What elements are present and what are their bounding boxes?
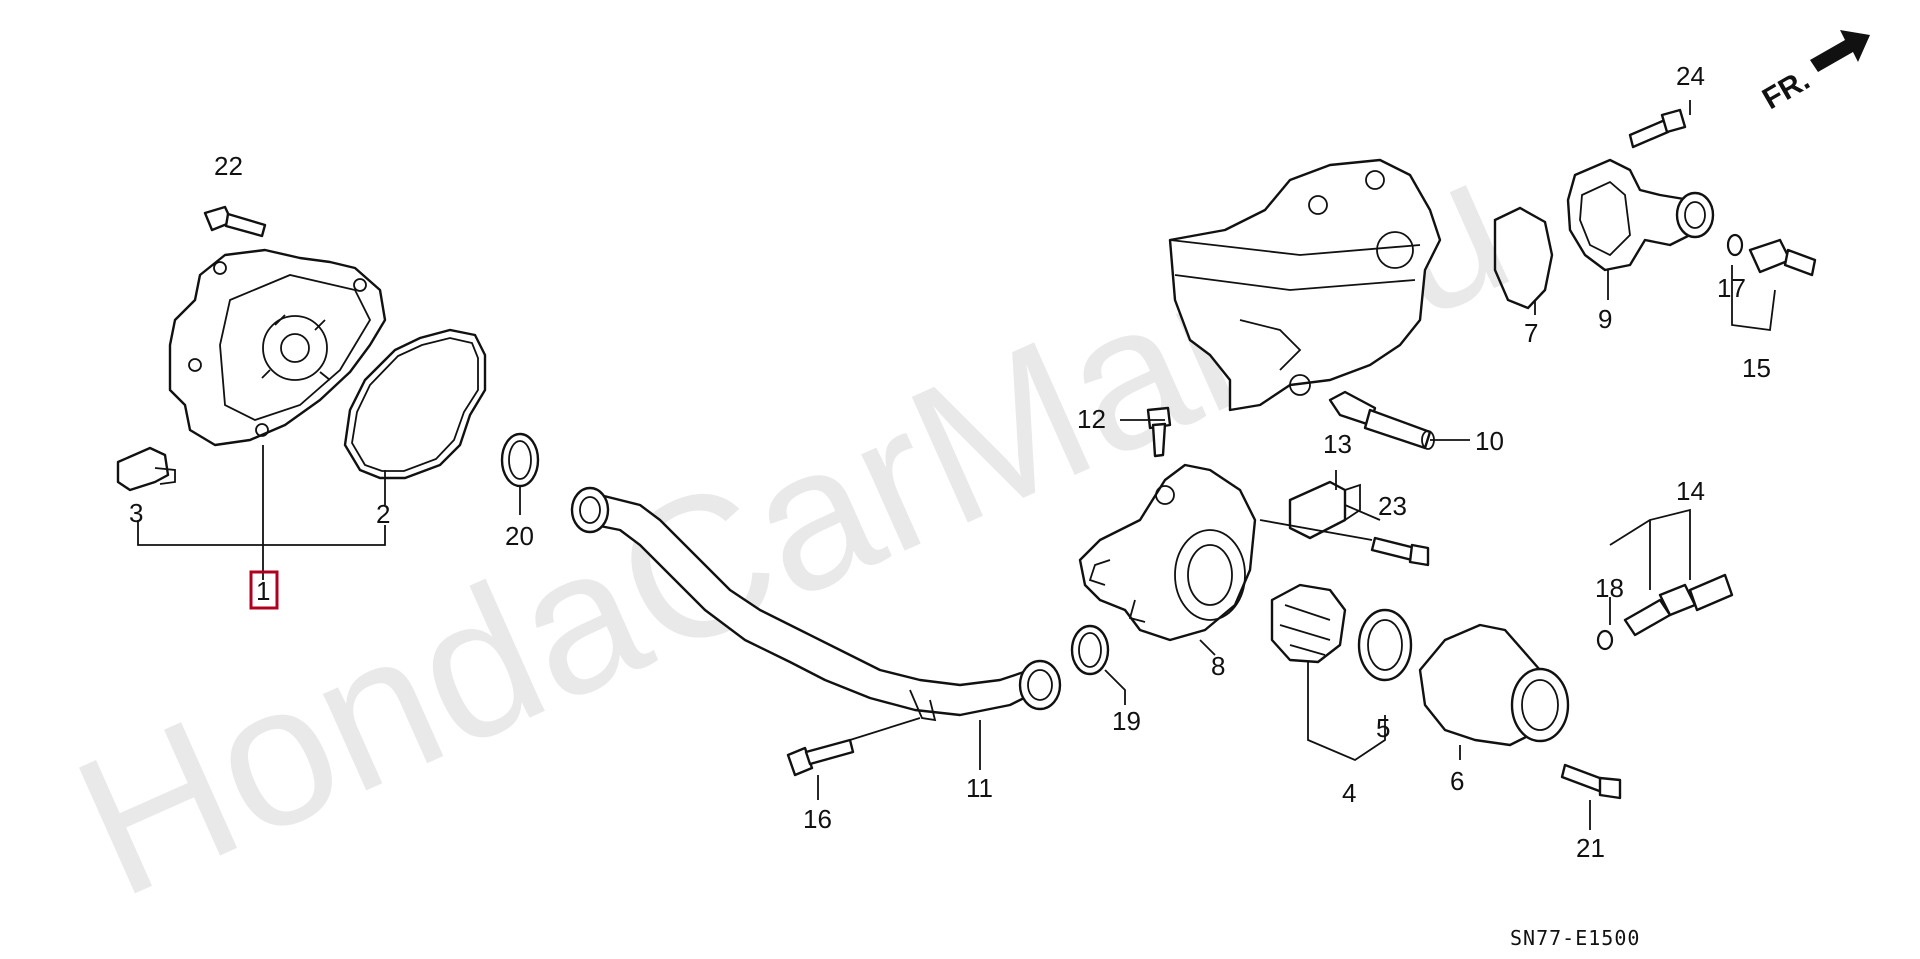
water-outlet-part[interactable] [1566, 158, 1715, 272]
thermostat-housing-part[interactable] [1078, 463, 1257, 642]
callout-13[interactable]: 13 [1323, 429, 1352, 459]
bolt-21-part[interactable] [1560, 763, 1622, 800]
thermostat-seal-part[interactable] [1357, 608, 1413, 682]
washer-18-part[interactable] [1596, 629, 1614, 651]
callout-11[interactable]: 11 [966, 773, 993, 803]
temperature-switch-part[interactable] [1748, 238, 1817, 277]
callout-2[interactable]: 2 [376, 499, 390, 529]
callouts: 1 2 3 4 5 6 7 8 9 10 11 12 13 14 15 16 1… [129, 61, 1771, 863]
callout-12[interactable]: 12 [1077, 404, 1106, 434]
callout-15[interactable]: 15 [1742, 353, 1771, 383]
callout-10[interactable]: 10 [1475, 426, 1504, 456]
callout-22[interactable]: 22 [214, 151, 243, 181]
washer-17-part[interactable] [1726, 233, 1744, 257]
callout-1[interactable]: 1 [256, 576, 270, 606]
bleed-bolt-part[interactable] [1146, 406, 1172, 458]
callout-18[interactable]: 18 [1595, 573, 1624, 603]
callout-21[interactable]: 21 [1576, 833, 1605, 863]
callout-8[interactable]: 8 [1211, 651, 1225, 681]
front-marker-label: FR. [1757, 63, 1815, 116]
thermostat-part[interactable] [1270, 583, 1347, 664]
cylinder-head-part[interactable] [1168, 158, 1442, 412]
callout-7[interactable]: 7 [1524, 318, 1538, 348]
callout-4[interactable]: 4 [1342, 778, 1356, 808]
hose-fitting-part[interactable] [1328, 390, 1435, 450]
callout-14[interactable]: 14 [1676, 476, 1705, 506]
callout-9[interactable]: 9 [1598, 304, 1612, 334]
outlet-gasket-part[interactable] [1493, 206, 1554, 310]
callout-23[interactable]: 23 [1378, 491, 1407, 521]
highlight-box-callout-1 [249, 570, 279, 610]
temperature-sensor-part[interactable] [1623, 573, 1734, 637]
diagram-code: SN77-E1500 [1510, 926, 1640, 950]
bolt-24-part[interactable] [1628, 108, 1687, 149]
callout-16[interactable]: 16 [803, 804, 832, 834]
thermostat-cover-part[interactable] [1418, 623, 1570, 747]
front-direction-marker: FR. [1757, 30, 1870, 116]
callout-3[interactable]: 3 [129, 498, 143, 528]
leader-lines [137, 100, 1776, 830]
bracket-part[interactable] [1288, 480, 1361, 540]
bolt-16-part[interactable] [786, 738, 855, 777]
connecting-pipe-part[interactable] [570, 486, 1062, 722]
clip-part[interactable] [116, 446, 176, 492]
water-pump-part[interactable] [168, 248, 387, 447]
bolt-22-part[interactable] [203, 205, 267, 238]
callout-5[interactable]: 5 [1376, 713, 1390, 743]
front-arrow-icon [1810, 30, 1870, 72]
callout-24[interactable]: 24 [1676, 61, 1705, 91]
callout-6[interactable]: 6 [1450, 766, 1464, 796]
o-ring-19-part[interactable] [1070, 624, 1110, 676]
pump-gasket-part[interactable] [343, 328, 487, 480]
callout-20[interactable]: 20 [505, 521, 534, 551]
bolt-23-part[interactable] [1370, 536, 1430, 567]
o-ring-20-part[interactable] [500, 432, 540, 488]
callout-17[interactable]: 17 [1717, 273, 1746, 303]
callout-19[interactable]: 19 [1112, 706, 1141, 736]
